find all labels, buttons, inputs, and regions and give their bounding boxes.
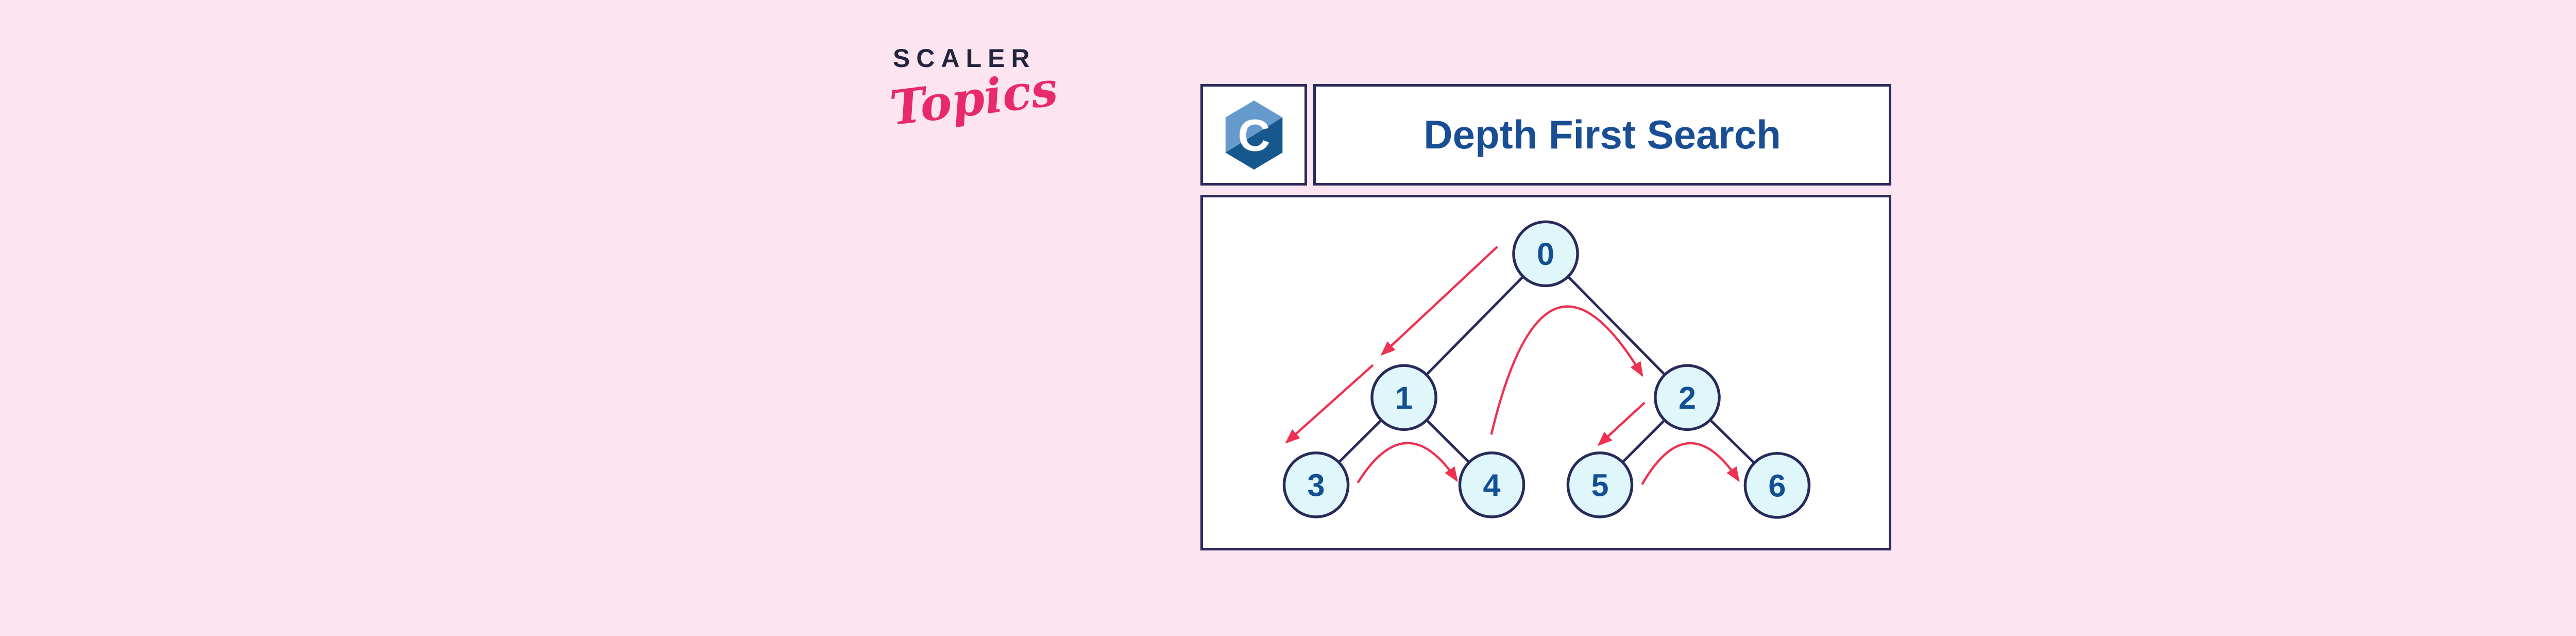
edge-0-2 [1545, 253, 1688, 399]
node-2-circle [1654, 364, 1721, 431]
scaler-topics-logo: SCALER Topics [887, 44, 1061, 164]
node-3-circle [1282, 451, 1350, 518]
scaler-wordmark: SCALER [893, 44, 1036, 73]
node-5-label: 5 [1591, 467, 1608, 503]
traversal-arrow-3-to-4 [1357, 442, 1458, 484]
tree-node: 6 [1743, 451, 1811, 519]
title-box: Depth First Search [1313, 84, 1891, 186]
traversal-arrow-5-to-6 [1641, 442, 1740, 485]
traversal-arrow-4-to-2 [1490, 305, 1643, 435]
node-0-label: 0 [1537, 237, 1554, 272]
node-0-circle [1512, 220, 1579, 288]
c-hexagon-dark [1225, 117, 1282, 170]
tree-node: 5 [1566, 451, 1634, 518]
node-1-circle [1370, 364, 1437, 431]
traversal-arrow-1-to-3 [1285, 364, 1374, 444]
c-language-badge-box: C [1200, 84, 1307, 186]
node-6-circle [1743, 451, 1811, 519]
node-3-label: 3 [1308, 467, 1325, 503]
traversal-arrow-2-to-5 [1597, 401, 1646, 446]
tree-node: 3 [1282, 451, 1350, 518]
tree-node: 1 [1370, 364, 1437, 431]
tree-nodes: 0 1 2 3 4 [1282, 220, 1811, 519]
tree-node: 4 [1458, 451, 1526, 518]
dfs-tree-diagram: 0 1 2 3 4 [1282, 220, 1811, 519]
c-language-icon: C [1225, 100, 1282, 170]
node-1-label: 1 [1395, 380, 1413, 415]
node-5-circle [1566, 451, 1634, 518]
node-2-label: 2 [1679, 380, 1696, 415]
node-4-circle [1458, 451, 1526, 518]
c-letter: C [1238, 110, 1270, 160]
page-title: Depth First Search [1423, 112, 1781, 157]
tree-diagram-panel: 0 1 2 3 4 [1200, 195, 1891, 550]
traversal-arrow-0-to-1 [1380, 245, 1498, 356]
node-6-label: 6 [1768, 468, 1786, 503]
edge-0-1 [1403, 253, 1547, 399]
dfs-traversal-arrows [1285, 245, 1740, 485]
tree-node: 2 [1654, 364, 1721, 431]
tree-node: 0 [1512, 220, 1579, 288]
node-4-label: 4 [1483, 467, 1501, 503]
